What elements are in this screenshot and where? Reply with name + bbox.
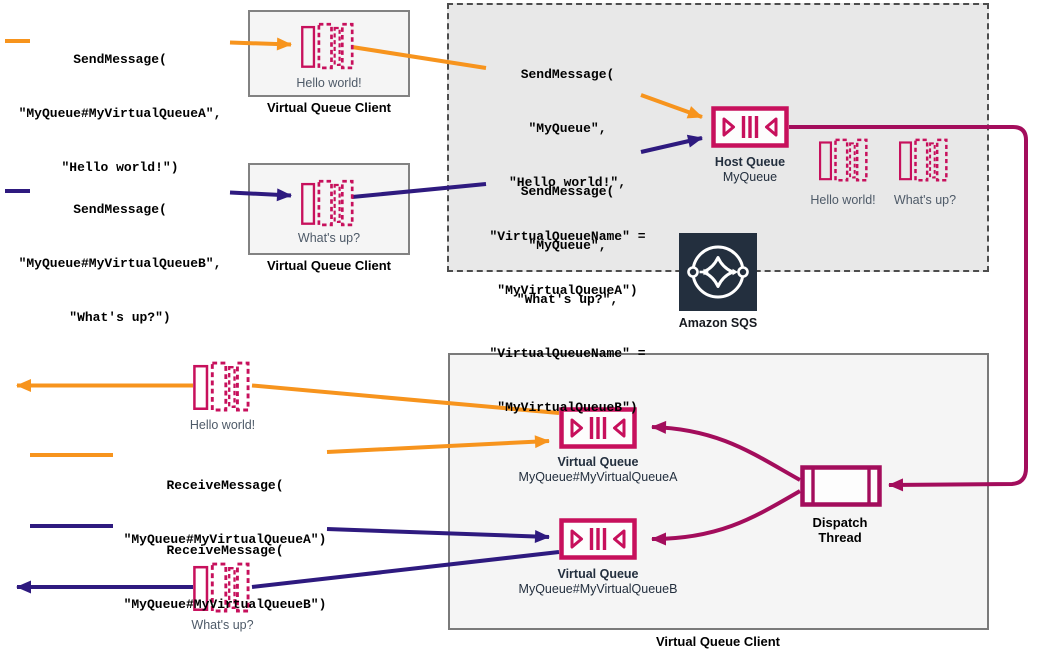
send-b-to-client-arrow [229,188,292,202]
virtual-queue-a-title: Virtual Queue [557,455,639,469]
dispatch-label-line2: Thread [818,530,862,545]
virtual-queue-b-name: MyQueue#MyVirtualQueueB [518,582,678,596]
code-line: "What's up?") [69,310,171,325]
code-line: "MyQueue#MyVirtualQueueA") [123,532,327,547]
code-line: "MyQueue#MyVirtualQueueB") [123,597,327,612]
sqs-send-a-to-host-arrow [640,93,703,119]
receive-b-code: ReceiveMessage( "MyQueue#MyVirtualQueueB… [100,506,350,650]
code-line: SendMessage( [520,67,615,82]
code-line: ReceiveMessage( [166,478,284,493]
dispatch-label-line1: Dispatch [812,515,868,530]
vqa-out-message-line [251,383,560,415]
send-b-code: SendMessage( "MyQueue#MyVirtualQueueB", … [5,165,235,363]
message-queue-icon [192,361,250,412]
amazon-sqs-label: Amazon SQS [678,316,758,330]
host-message-b-caption: What's up? [893,193,957,207]
dispatch-to-vqb-arrow [651,489,802,546]
host-to-dispatch-return-line [789,125,1028,492]
code-line: SendMessage( [73,52,167,67]
client-b-message-caption: What's up? [297,231,361,245]
receive-a-to-vqa-arrow [326,435,550,454]
code-line: "MyQueue#MyVirtualQueueA", [18,106,222,121]
send-a-to-client-arrow [229,37,292,51]
code-line: SendMessage( [520,184,615,199]
code-line: "Hello world!", [508,175,627,190]
sqs-send-b-code: SendMessage( "MyQueue", "What's up?", "V… [455,147,680,453]
host-queue-label: Host Queue MyQueue [690,155,810,185]
client-b-to-sqs-line [351,182,487,199]
code-line: SendMessage( [73,202,167,217]
code-line: ReceiveMessage( [166,543,284,558]
vqb-out-message-line [251,550,560,589]
client-a-label: Virtual Queue Client [266,100,391,115]
dispatch-thread-icon [803,468,880,505]
receive-b-to-vqb-arrow [326,527,550,543]
code-line: "MyVirtualQueueB") [497,400,638,415]
message-queue-icon [300,22,354,70]
code-line: "MyVirtualQueueA") [497,283,638,298]
code-line: "VirtualQueueName" = [489,229,646,244]
message-queue-icon [818,138,868,182]
virtual-queue-b-label: Virtual Queue MyQueue#MyVirtualQueueB [500,567,696,597]
virtual-queue-client-box-b [248,163,410,255]
code-line: "MyQueue#MyVirtualQueueB", [18,256,222,271]
client-a-message-caption: Hello world! [296,76,362,90]
virtual-queue-client-box-bottom [448,353,989,630]
host-message-a-caption: Hello world! [810,193,876,207]
code-line: "VirtualQueueName" = [489,346,646,361]
message-queue-icon [898,138,948,182]
out-message-b-caption: What's up? [191,618,254,632]
sqs-send-a-code: SendMessage( "MyQueue", "Hello world!", … [455,30,680,336]
dispatch-thread-label: Dispatch Thread [790,515,890,545]
client-b-label: Virtual Queue Client [266,258,391,273]
virtual-queue-a-label: Virtual Queue MyQueue#MyVirtualQueueA [500,455,696,485]
client-bottom-label: Virtual Queue Client [655,634,780,649]
code-line: "What's up?", [516,292,619,307]
virtual-queue-b-icon [562,521,635,558]
message-queue-icon [300,179,354,227]
code-line: "Hello world!") [61,160,179,175]
send-a-code: SendMessage( "MyQueue#MyVirtualQueueA", … [5,15,235,213]
host-queue-icon [714,109,787,146]
virtual-queue-a-name: MyQueue#MyVirtualQueueA [518,470,678,484]
host-queue-title: Host Queue [714,155,786,169]
dispatch-to-vqa-arrow [651,420,801,482]
code-line: "MyQueue", [528,121,607,136]
amazon-sqs-icon [679,233,757,311]
host-queue-name: MyQueue [722,170,778,184]
client-a-to-sqs-line [351,45,487,70]
sqs-send-b-to-host-arrow [640,134,703,154]
out-message-a-caption: Hello world! [189,418,256,432]
receive-a-code: ReceiveMessage( "MyQueue#MyVirtualQueueA… [100,441,350,585]
code-line: "MyQueue", [528,238,607,253]
virtual-queue-b-title: Virtual Queue [557,567,639,581]
